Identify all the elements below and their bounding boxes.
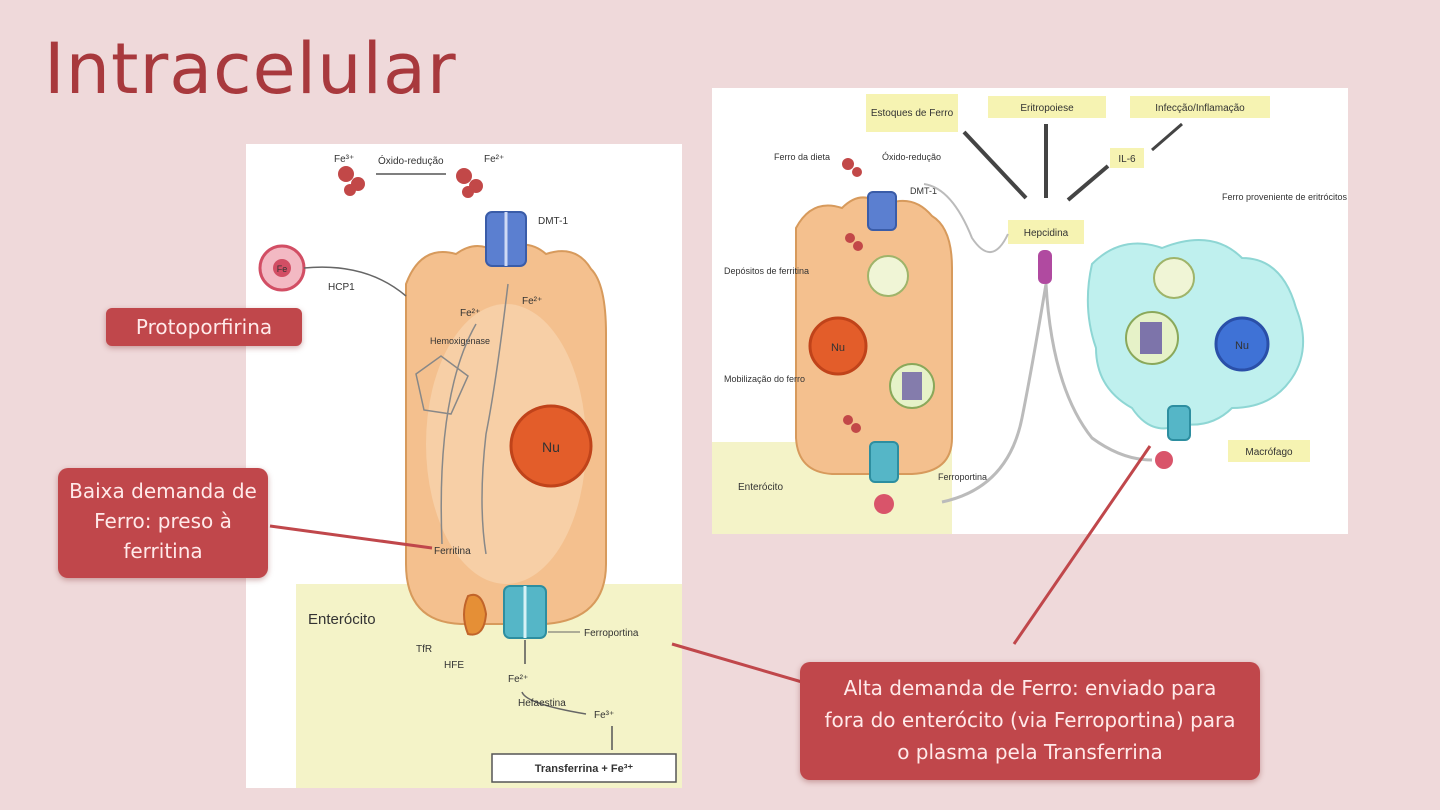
alta-connector-right xyxy=(1014,446,1150,644)
baixa-connector xyxy=(270,526,432,548)
protoporfirina-callout: Protoporfirina xyxy=(106,308,302,346)
baixa-demanda-callout: Baixa demanda de Ferro: preso à ferritin… xyxy=(58,468,268,578)
alta-demanda-callout: Alta demanda de Ferro: enviado para fora… xyxy=(800,662,1260,780)
alta-connector-left xyxy=(672,644,802,682)
